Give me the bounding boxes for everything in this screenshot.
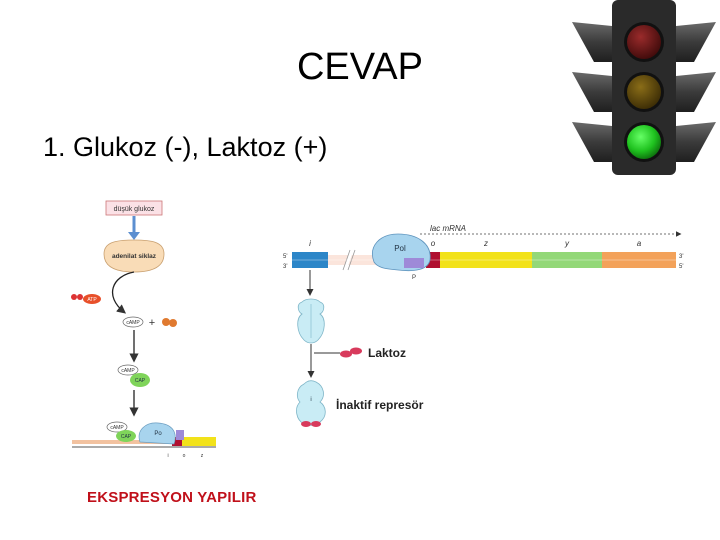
pol-label-small: Po (154, 431, 162, 437)
inactive-repressor (296, 380, 326, 426)
low-glucose-box (105, 200, 163, 216)
lactose-label: Laktoz (368, 346, 406, 360)
red-lamp-icon (627, 25, 661, 59)
gene-label-i: i (167, 453, 168, 459)
camp-label-3: cAMP (110, 425, 124, 431)
gene-z-label: z (483, 239, 488, 248)
cap-camp-diagram: düşük glukoz adenilat siklaz ATP cAMP + … (71, 200, 216, 459)
strand-5-label: 5' (283, 254, 287, 260)
camp-molecule-1 (122, 316, 144, 328)
strand-5b-label: 5' (679, 264, 683, 270)
rna-polymerase-small (138, 422, 176, 445)
inactive-repressor-label: İnaktif represör (336, 397, 424, 412)
adenylate-cyclase-shape (103, 239, 165, 273)
camp-label-2: cAMP (121, 368, 135, 374)
gene-label-o: o (183, 453, 186, 459)
gene-y-label: y (564, 239, 570, 248)
repressor-i-label: i (310, 397, 311, 403)
mrna-label: lac mRNA (430, 224, 466, 233)
plus-sign: + (149, 317, 155, 329)
yellow-lamp-icon (627, 75, 661, 109)
adenylate-cyclase-label: adenilat siklaz (112, 253, 157, 260)
low-glucose-label: düşük glukoz (114, 206, 155, 213)
answer-text: 1. Glukoz (-), Laktoz (+) (43, 132, 328, 162)
gene-i-label: i (309, 239, 311, 248)
cap-label-2: CAP (121, 434, 132, 440)
gene-o-label: o (431, 239, 436, 248)
promoter-label: P (412, 275, 416, 281)
atp-molecule (83, 294, 101, 304)
gene-label-z: z (201, 453, 204, 459)
pol-label: Pol (394, 244, 406, 253)
gene-a-label: a (637, 239, 642, 248)
lac-operon-diagram: lac mRNA 5' 3' 3' 5' Pol i o z y a P (283, 224, 683, 427)
camp-label-1: cAMP (126, 320, 140, 326)
cap-label-1: CAP (135, 378, 146, 384)
green-lamp-icon (627, 125, 661, 159)
strand-3-label: 3' (283, 264, 287, 270)
cap-protein-2 (116, 430, 136, 442)
strand-3b-label: 3' (679, 254, 683, 260)
expression-label: EKSPRESYON YAPILIR (87, 489, 257, 506)
cap-protein-1 (130, 373, 150, 387)
slide-title: CEVAP (296, 46, 423, 88)
atp-label: ATP (87, 297, 97, 303)
traffic-light (572, 0, 716, 175)
